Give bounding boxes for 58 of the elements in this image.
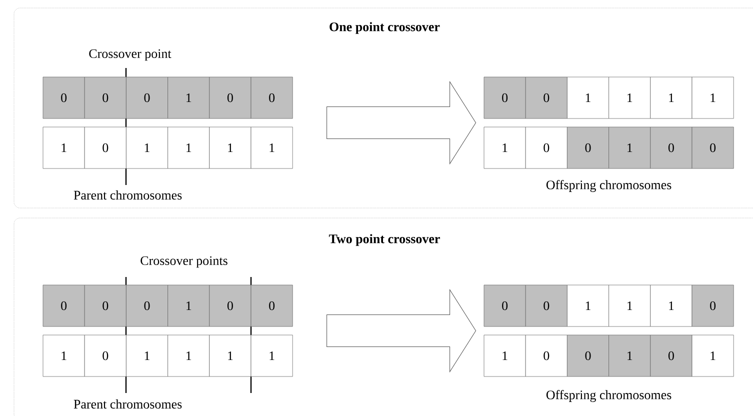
gene-cell: 0	[484, 76, 526, 119]
gene-cell: 1	[126, 334, 168, 377]
gene-cell: 1	[484, 126, 526, 169]
gene-cell: 1	[608, 76, 651, 119]
gene-cell: 0	[84, 284, 126, 327]
gene-cell: 1	[567, 284, 609, 327]
gene-cell: 0	[525, 126, 568, 169]
gene-cell: 1	[168, 334, 210, 377]
gene-cell: 1	[567, 76, 609, 119]
group-caption: Parent chromosomes	[74, 399, 182, 409]
gene-cell: 0	[250, 284, 293, 327]
gene-cell: 0	[209, 76, 252, 119]
gene-cell: 0	[42, 76, 85, 119]
gene-cell: 0	[650, 334, 692, 377]
gene-cell: 0	[525, 334, 568, 377]
gene-cell: 0	[484, 284, 526, 327]
gene-cell: 0	[525, 76, 568, 119]
group-caption: Offspring chromosomes	[546, 180, 672, 192]
gene-cell: 1	[650, 284, 692, 327]
gene-cell: 1	[608, 284, 651, 327]
gene-cell: 0	[650, 126, 692, 169]
gene-cell: 1	[650, 76, 692, 119]
gene-cell: 1	[168, 284, 210, 327]
crossover-label: Crossover point	[88, 48, 172, 62]
gene-cell: 0	[126, 76, 168, 119]
gene-cell: 1	[168, 126, 210, 169]
gene-cell: 1	[209, 334, 252, 377]
gene-cell: 0	[126, 284, 168, 327]
gene-cell: 0	[84, 126, 126, 169]
gene-cell: 0	[525, 284, 568, 327]
panel-title: One point crossover	[330, 22, 440, 34]
gene-cell: 0	[42, 284, 85, 327]
gene-cell: 0	[567, 126, 609, 169]
gene-cell: 0	[567, 334, 609, 377]
gene-cell: 0	[209, 284, 252, 327]
gene-cell: 1	[484, 334, 526, 377]
group-caption: Parent chromosomes	[74, 190, 182, 200]
gene-cell: 0	[692, 126, 734, 169]
gene-cell: 1	[42, 334, 85, 377]
gene-cell: 1	[250, 126, 293, 169]
gene-cell: 1	[608, 334, 651, 377]
gene-cell: 1	[126, 126, 168, 169]
gene-cell: 1	[168, 76, 210, 119]
gene-cell: 1	[250, 334, 293, 377]
gene-cell: 0	[250, 76, 293, 119]
gene-cell: 1	[209, 126, 252, 169]
gene-cell: 1	[608, 126, 651, 169]
group-caption: Offspring chromosomes	[546, 390, 672, 402]
block-arrow	[326, 82, 476, 164]
gene-cell: 1	[692, 334, 734, 377]
gene-cell: 0	[692, 284, 734, 327]
block-arrow	[326, 290, 476, 372]
crossover-label: Crossover points	[139, 255, 229, 269]
gene-cell: 1	[692, 76, 734, 119]
gene-cell: 0	[84, 76, 126, 119]
panel-title: Two point crossover	[328, 234, 440, 246]
gene-cell: 0	[84, 334, 126, 377]
gene-cell: 1	[42, 126, 85, 169]
